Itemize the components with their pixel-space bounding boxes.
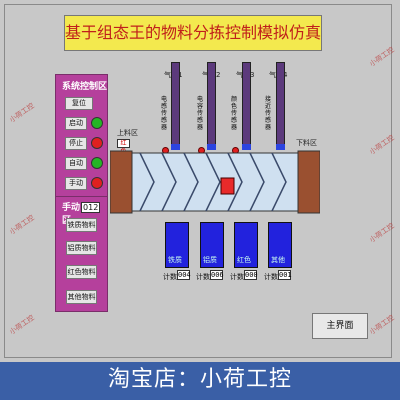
conveyor-surface xyxy=(131,152,299,212)
system-panel-title: 系统控制区 xyxy=(62,82,108,92)
material-item xyxy=(220,177,235,195)
conveyor-belt xyxy=(110,150,320,214)
reset-button[interactable]: 复位 xyxy=(65,97,93,110)
aluminum-material-button[interactable]: 铝质物料 xyxy=(66,241,97,255)
count-1-label: 计数 xyxy=(163,273,177,281)
sensor-2-label: 电容传感器 xyxy=(197,96,204,131)
count-4-value: 001 xyxy=(278,270,292,280)
count-2-value: 006 xyxy=(210,270,224,280)
bin-aluminum-label: 铝质 xyxy=(203,256,217,264)
manual-title-prefix: 手动 xyxy=(62,203,81,213)
current-item-display: 红色 xyxy=(117,139,130,155)
manual-indicator xyxy=(91,177,103,189)
system-control-panel: 系统控制区 复位 启动 停止 自动 手动 xyxy=(55,74,108,198)
bin-other-label: 其他 xyxy=(271,256,285,264)
cylinder-2 xyxy=(207,62,216,146)
bin-other: 其他 xyxy=(268,222,292,268)
stop-indicator xyxy=(91,137,103,149)
count-1-value: 004 xyxy=(177,270,191,280)
cylinder-4 xyxy=(276,62,285,146)
sensor-3-label: 颜色传感器 xyxy=(231,96,238,131)
cylinder-1 xyxy=(171,62,180,146)
bin-iron: 铁质 xyxy=(165,222,189,268)
count-3-label: 计数 xyxy=(230,273,244,281)
manual-mode-button[interactable]: 手动 xyxy=(65,177,87,190)
count-2-label: 计数 xyxy=(196,273,210,281)
cylinder-2-rod xyxy=(207,144,216,150)
start-button[interactable]: 启动 xyxy=(65,117,87,130)
unload-area-label: 下料区 xyxy=(296,139,317,147)
bin-red-label: 红色 xyxy=(237,256,251,264)
sensor-4-label: 接近传感器 xyxy=(265,96,272,131)
conveyor-right-roller xyxy=(297,150,320,214)
cylinder-4-rod xyxy=(276,144,285,150)
bin-iron-label: 铁质 xyxy=(168,256,182,264)
manual-code-box: 012 xyxy=(81,202,101,213)
iron-material-button[interactable]: 铁质物料 xyxy=(66,218,97,232)
manual-control-panel: 手动012区 铁质物料 铝质物料 红色物料 其他物料 xyxy=(55,196,108,312)
page-title: 基于组态王的物料分拣控制模拟仿真 xyxy=(64,15,322,51)
red-material-button[interactable]: 红色物料 xyxy=(66,265,97,279)
conveyor-chevrons xyxy=(139,152,287,212)
bin-red: 红色 xyxy=(234,222,258,268)
shop-footer: 淘宝店：小荷工控 xyxy=(0,362,400,400)
count-4-label: 计数 xyxy=(264,273,278,281)
main-screen-button[interactable]: 主界面 xyxy=(312,313,368,339)
stop-button[interactable]: 停止 xyxy=(65,137,87,150)
cylinder-3-rod xyxy=(242,144,251,150)
cylinder-3 xyxy=(242,62,251,146)
start-indicator xyxy=(91,117,103,129)
auto-indicator xyxy=(91,157,103,169)
auto-button[interactable]: 自动 xyxy=(65,157,87,170)
hmi-screen: 基于组态王的物料分拣控制模拟仿真 系统控制区 复位 启动 停止 自动 手动 手动… xyxy=(0,0,400,362)
sensor-1-label: 电感传感器 xyxy=(161,96,168,131)
count-3-value: 000 xyxy=(244,270,258,280)
bin-aluminum: 铝质 xyxy=(200,222,224,268)
other-material-button[interactable]: 其他物料 xyxy=(66,290,97,304)
cylinder-1-rod xyxy=(171,144,180,150)
conveyor-left-roller xyxy=(110,150,133,214)
load-area-label: 上料区 xyxy=(117,129,138,137)
screen-border xyxy=(4,4,392,358)
